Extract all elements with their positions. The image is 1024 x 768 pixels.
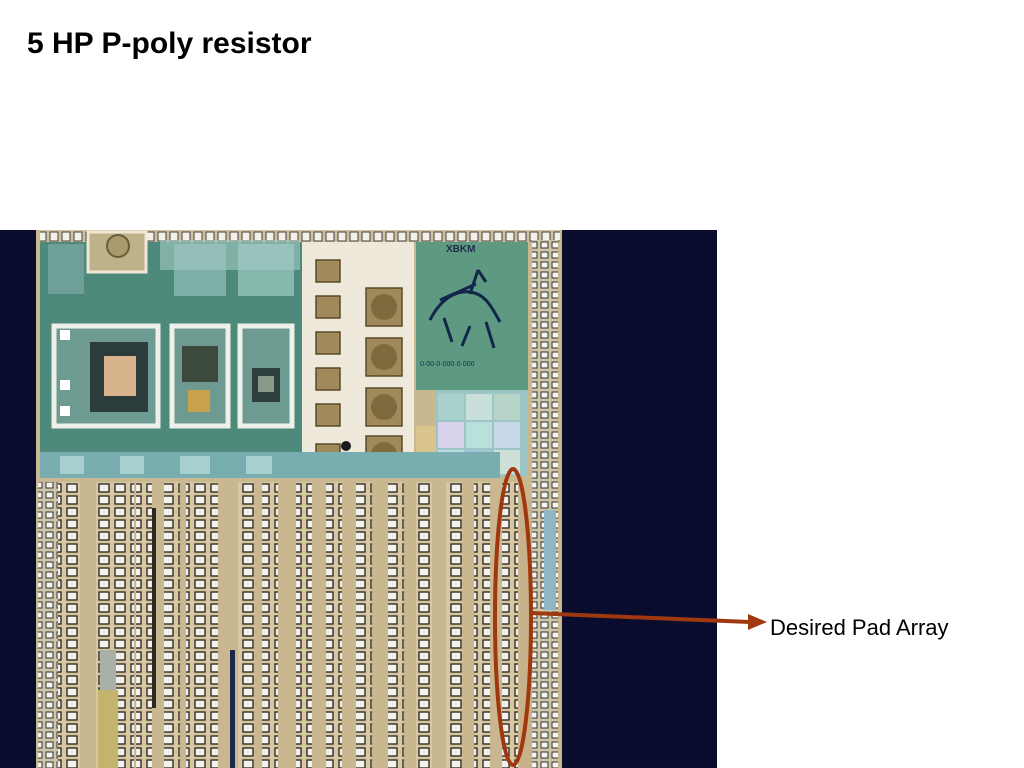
callout-label: Desired Pad Array	[770, 615, 949, 640]
slide-title: 5 HP P-poly resistor	[27, 27, 312, 60]
svg-text:0·00·0·000·0·000: 0·00·0·000·0·000	[420, 361, 475, 368]
callout-arrow-head-icon	[748, 614, 767, 630]
chip-marking: XBKM	[446, 244, 475, 255]
logo-icon	[428, 269, 502, 349]
die-micrograph: XBKM 0·00·0·000·0·000	[0, 230, 717, 768]
